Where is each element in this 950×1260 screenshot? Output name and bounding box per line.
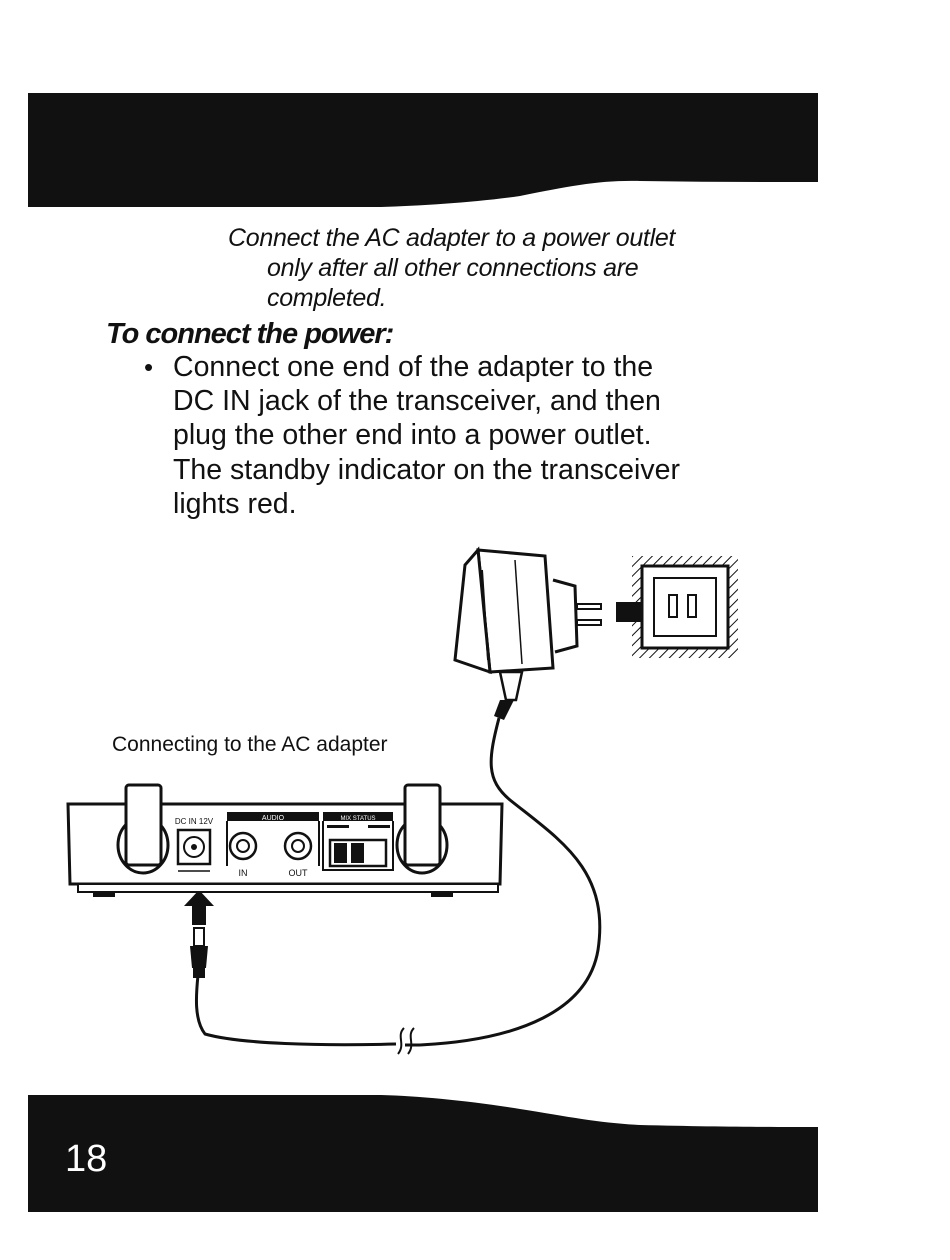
note-line: completed. bbox=[267, 284, 387, 312]
bullet-line: lights red. bbox=[173, 487, 297, 520]
page-number: 18 bbox=[65, 1138, 108, 1180]
bullet-dot: • bbox=[144, 352, 154, 382]
note-line: only after all other connections are bbox=[267, 254, 639, 282]
insert-arrow-icon bbox=[184, 890, 214, 925]
adapter-cable bbox=[419, 717, 602, 1047]
dc-in-label: DC IN 12V bbox=[175, 817, 214, 826]
bullet-line: The standby indicator on the transceiver bbox=[173, 453, 680, 486]
audio-label: AUDIO bbox=[262, 815, 285, 822]
mix-status-switch: MIX STATUS bbox=[322, 812, 394, 871]
audio-jacks: AUDIO IN OUT bbox=[226, 812, 320, 878]
ac-adapter-icon bbox=[453, 546, 602, 720]
footer-band bbox=[28, 1095, 818, 1212]
connection-illustration: DC IN 12V AUDIO IN OUT MIX STATUS bbox=[66, 546, 738, 1055]
transceiver-unit: DC IN 12V AUDIO IN OUT MIX STATUS bbox=[66, 783, 504, 897]
adapter-caution-note: Connect the AC adapter to a power outlet… bbox=[228, 223, 748, 313]
bullet-line: plug the other end into a power outlet. bbox=[173, 419, 652, 452]
antenna-left bbox=[116, 783, 170, 875]
bullet-line: DC IN jack of the transceiver, and then bbox=[173, 385, 661, 418]
bullet-line: Connect one end of the adapter to the bbox=[173, 351, 654, 383]
dc-in-jack: DC IN 12V bbox=[175, 817, 214, 872]
audio-in-label: IN bbox=[239, 868, 248, 878]
dc-plug-icon bbox=[190, 927, 208, 978]
header-band bbox=[28, 93, 818, 207]
instruction-bullet: Connect one end of the adapter to the DC… bbox=[173, 350, 793, 521]
audio-out-label: OUT bbox=[289, 868, 309, 878]
antenna-right bbox=[395, 783, 449, 875]
mix-status-label: MIX STATUS bbox=[340, 816, 375, 822]
power-outlet-icon bbox=[616, 556, 738, 658]
figure-caption: Connecting to the AC adapter bbox=[112, 733, 388, 756]
note-line: Connect the AC adapter to a power outlet bbox=[228, 224, 676, 252]
section-heading: To connect the power: bbox=[106, 318, 394, 350]
